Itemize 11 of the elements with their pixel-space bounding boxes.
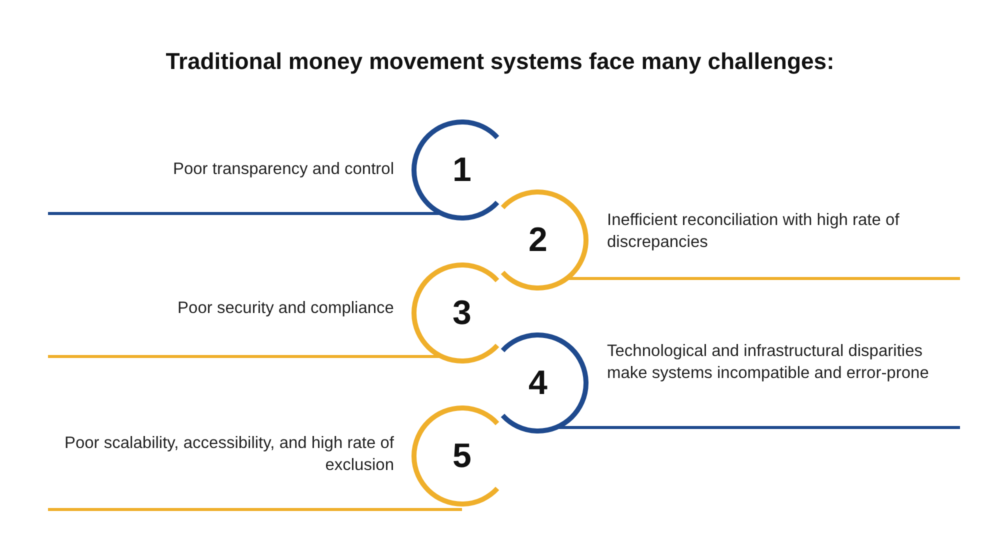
step-number: 4 [528, 364, 548, 402]
challenge-text: Poor security and compliance [176, 298, 394, 319]
step-number: 3 [452, 294, 472, 332]
challenge-text: Poor scalability, accessibility, and high rate of exclusion [63, 433, 394, 476]
step-number: 1 [452, 150, 472, 190]
challenge-text: Poor transparency and control [172, 159, 394, 180]
challenge-text: Inefficient reconciliation with high rate of discrepancies [607, 210, 900, 253]
challenge-text: Technological and infrastructural disparities make systems incompatible and error-prone [607, 341, 930, 384]
step-number: 2 [528, 220, 548, 260]
title: Traditional money movement systems face many challenges: [164, 48, 836, 75]
step-number: 5 [452, 436, 472, 476]
